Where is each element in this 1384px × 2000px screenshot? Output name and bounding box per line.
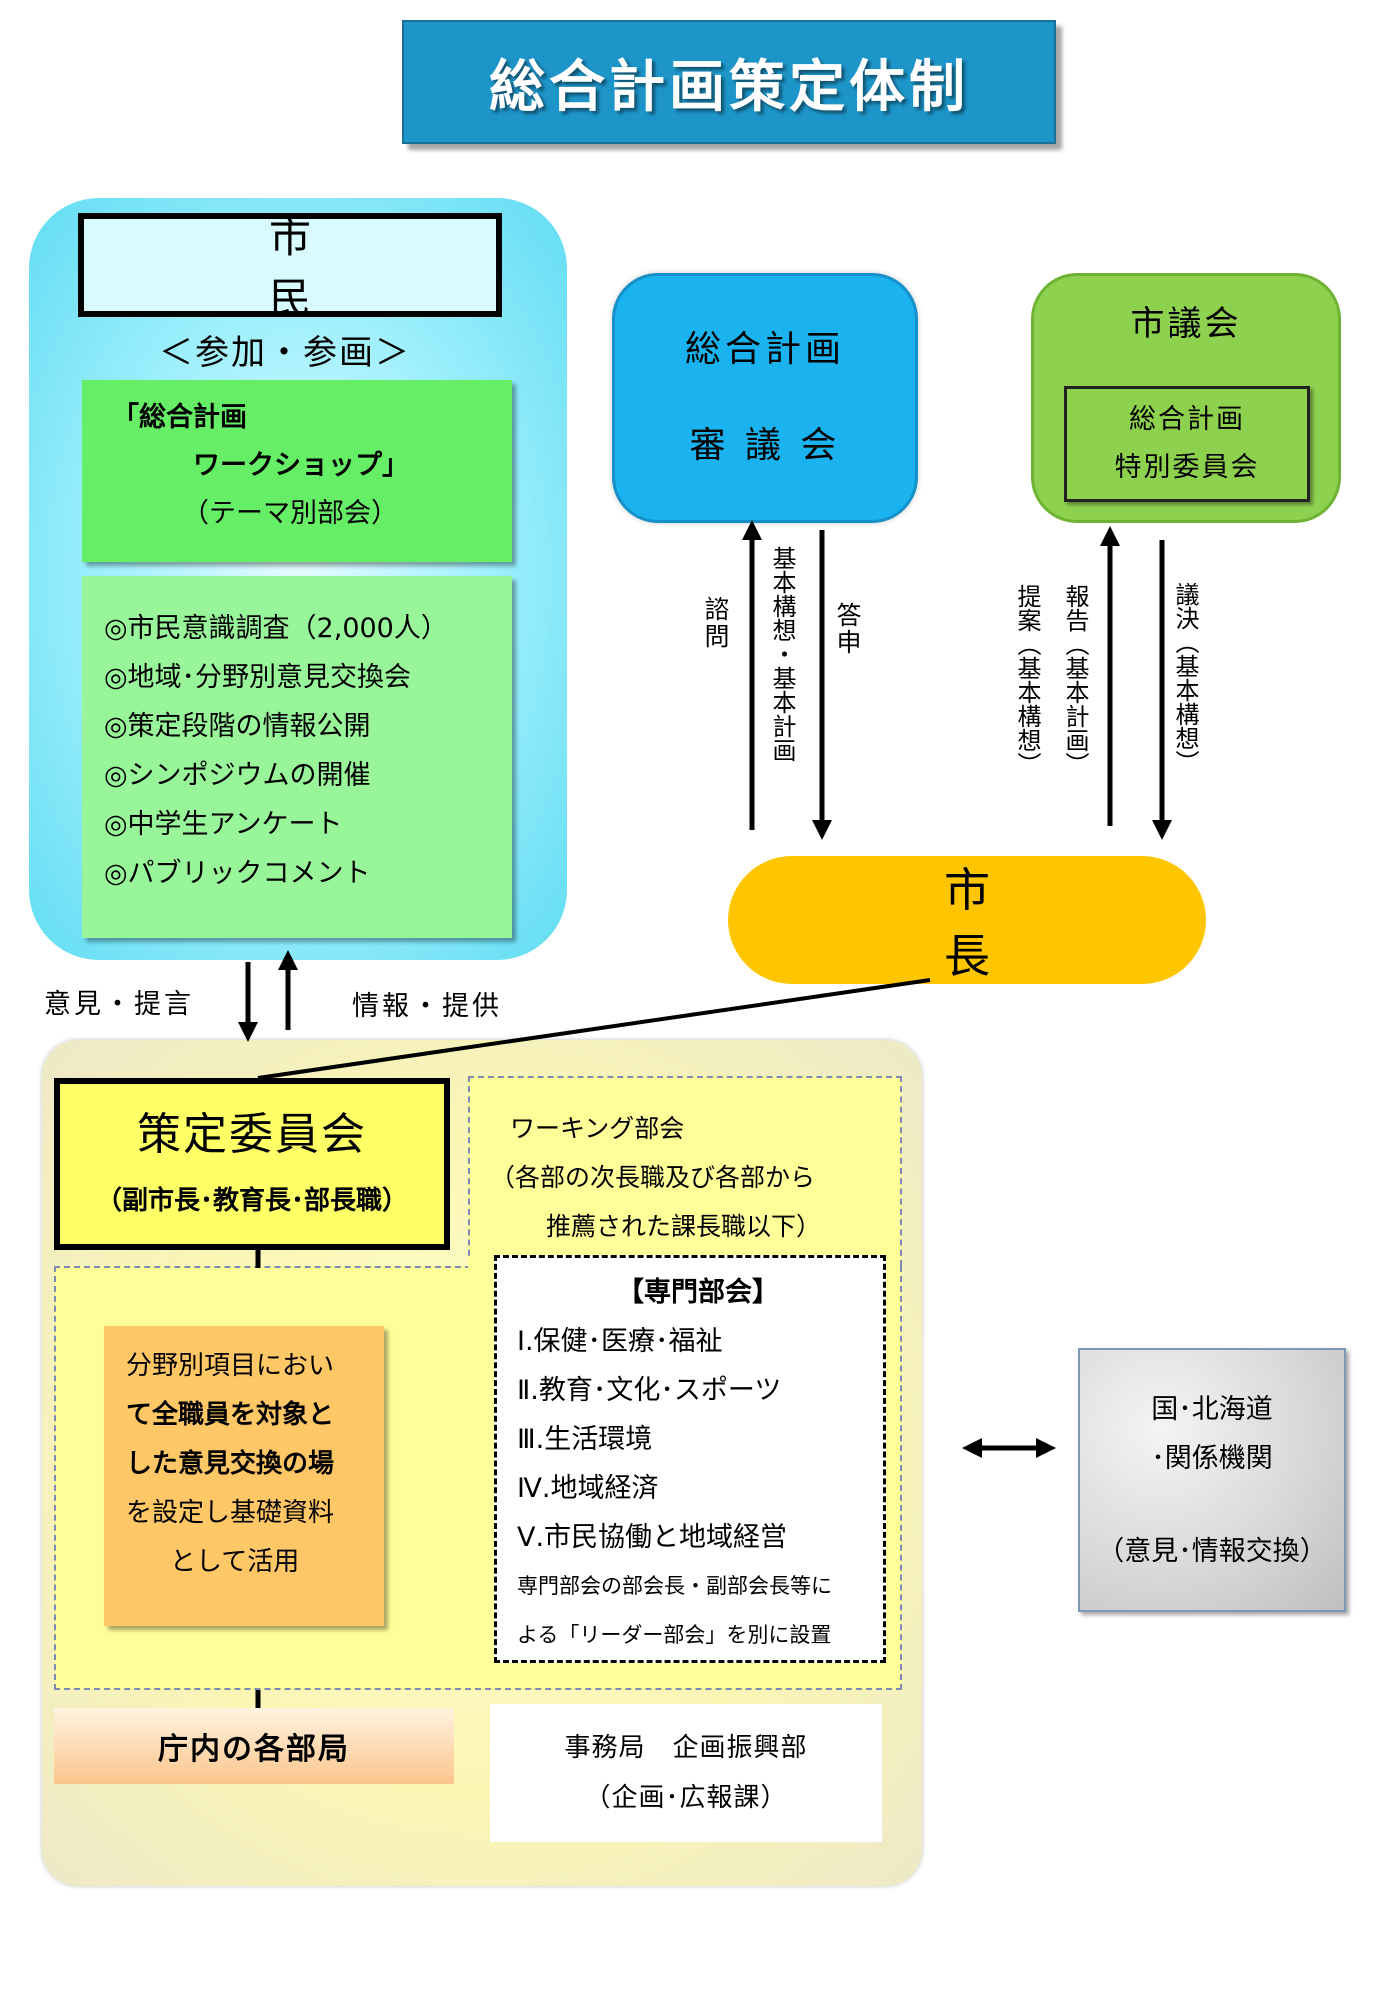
committee-title: 策定委員会	[137, 1109, 367, 1160]
mayor: 市 長	[728, 856, 1206, 984]
expert-item: Ⅰ.保健･医療･福祉	[517, 1326, 723, 1357]
information-label: 情報・提供	[352, 991, 502, 1022]
method-item: ◎地域･分野別意見交換会	[104, 662, 412, 693]
field-line: て全職員を対象と	[126, 1400, 335, 1430]
secretariat-box: 事務局 企画振興部 （企画･広報課）	[490, 1704, 882, 1842]
expert-note: 専門部会の部会長・副部会長等に	[517, 1574, 832, 1598]
participation-methods: ◎市民意識調査（2,000人） ◎地域･分野別意見交換会 ◎策定段階の情報公開 …	[82, 576, 512, 938]
secretariat-line: 事務局 企画振興部	[564, 1733, 808, 1763]
expert-subcommittee: 【専門部会】 Ⅰ.保健･医療･福祉 Ⅱ.教育･文化･スポーツ Ⅲ.生活環境 Ⅳ.…	[494, 1255, 886, 1663]
participation-label: ＜参加・参画＞	[159, 332, 411, 373]
method-item: ◎中学生アンケート	[104, 809, 343, 840]
method-item: ◎シンポジウムの開催	[104, 760, 371, 791]
expert-item: Ⅱ.教育･文化･スポーツ	[517, 1375, 782, 1406]
plan-label: 基本構想・基本計画	[768, 546, 796, 762]
external-agencies: 国･北海道 ･関係機関 （意見･情報交換）	[1078, 1348, 1346, 1612]
external-line: 国･北海道	[1151, 1393, 1273, 1425]
expert-item: Ⅲ.生活環境	[517, 1424, 653, 1455]
workshop-line: ワークショップ」	[112, 450, 409, 481]
workshop-line: （テーマ別部会）	[182, 498, 398, 529]
departments-box: 庁内の各部局	[54, 1708, 454, 1784]
special-committee-line: 総合計画	[1129, 404, 1245, 435]
report-label: 答申	[833, 602, 862, 656]
planning-council: 総合計画 審 議 会	[612, 273, 918, 523]
working-title: ワーキング部会	[510, 1114, 685, 1143]
working-group-zone	[468, 1076, 902, 1266]
external-line: ･関係機関	[1151, 1442, 1273, 1474]
proposal-label: 提案（基本構想）	[1013, 584, 1041, 776]
page-title: 総合計画策定体制	[402, 20, 1056, 144]
citizen-title: 市 民	[78, 213, 502, 323]
external-line: （意見･情報交換）	[1097, 1535, 1327, 1567]
working-desc: （各部の次長職及び各部から	[490, 1163, 816, 1192]
field-line: した意見交換の場	[126, 1449, 335, 1479]
expert-item: Ⅳ.地域経済	[517, 1473, 659, 1504]
committee-members: （副市長･教育長･部長職）	[95, 1186, 408, 1216]
working-desc: 推薦された課長職以下）	[546, 1212, 822, 1241]
method-item: ◎パブリックコメント	[104, 858, 371, 889]
field-line: 分野別項目におい	[126, 1351, 335, 1381]
secretariat-line: （企画･広報課）	[584, 1783, 788, 1813]
special-committee-line: 特別委員会	[1114, 452, 1260, 483]
special-committee: 総合計画 特別委員会	[1064, 386, 1310, 502]
expert-note: よる「リーダー部会」を別に設置	[517, 1623, 832, 1647]
planning-committee: 策定委員会 （副市長･教育長･部長職）	[54, 1078, 450, 1250]
expert-item: Ⅴ.市民協働と地域経営	[517, 1522, 788, 1553]
method-item: ◎市民意識調査（2,000人）	[104, 613, 448, 644]
workshop-line: 「総合計画	[112, 402, 247, 433]
workshop-box: 「総合計画 ワークショップ」 （テーマ別部会）	[82, 380, 512, 562]
report-plan-label: 報告（基本計画）	[1061, 584, 1089, 776]
field-discussion-box: 分野別項目におい て全職員を対象と した意見交換の場 を設定し基礎資料 として活…	[104, 1326, 384, 1626]
expert-title: 【専門部会】	[617, 1277, 779, 1308]
assembly-title: 市議会	[1130, 304, 1242, 344]
city-assembly: 市議会 総合計画 特別委員会	[1031, 273, 1341, 523]
method-item: ◎策定段階の情報公開	[104, 711, 371, 742]
field-line: を設定し基礎資料	[126, 1498, 335, 1528]
field-line: として活用	[170, 1547, 300, 1577]
consult-label: 諮問	[701, 596, 730, 650]
council-line: 審 議 会	[689, 425, 841, 466]
opinion-label: 意見・提言	[44, 989, 194, 1020]
working-group-text: ワーキング部会 （各部の次長職及び各部から 推薦された課長職以下）	[490, 1104, 900, 1251]
resolution-label: 議決（基本構想）	[1171, 582, 1199, 774]
council-line: 総合計画	[684, 329, 845, 370]
mayor-committee-line	[257, 978, 931, 1080]
